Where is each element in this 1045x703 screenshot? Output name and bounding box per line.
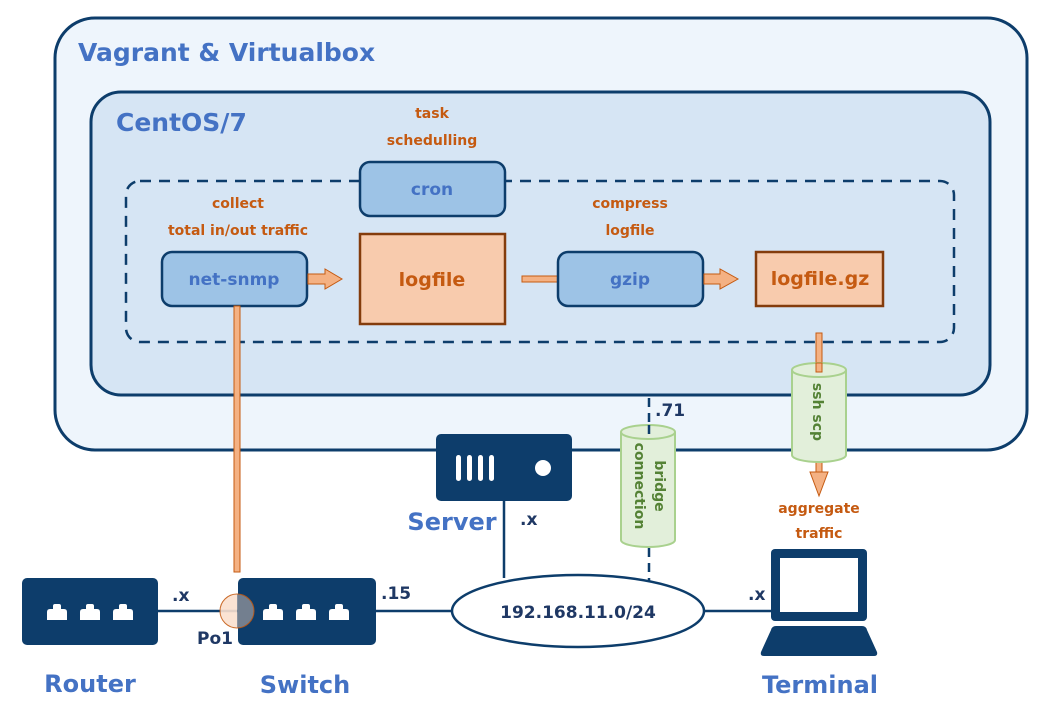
svg-text:task: task bbox=[415, 106, 449, 122]
bridge-addr: .71 bbox=[655, 401, 685, 421]
gzip-process[interactable]: gzip bbox=[556, 250, 705, 308]
connector-logfile-to-gzip bbox=[521, 275, 559, 283]
compress-note: compress logfile bbox=[592, 196, 668, 239]
svg-text:schedulling: schedulling bbox=[387, 133, 477, 149]
ssh-scp-tunnel: ssh scp bbox=[791, 362, 847, 463]
arrow-gzip-to-gz-icon bbox=[703, 268, 740, 290]
arrow-down-aggregate-icon bbox=[809, 471, 829, 498]
centos-title: CentOS/7 bbox=[116, 108, 247, 137]
server-label: Server bbox=[407, 508, 496, 536]
cron-label: cron bbox=[411, 180, 453, 200]
logfile-gz-file[interactable]: logfile.gz bbox=[754, 250, 885, 308]
cron-scope-boundary bbox=[124, 179, 956, 344]
svg-text:total in/out traffic: total in/out traffic bbox=[168, 223, 308, 239]
subnet-cloud: 192.168.11.0/24 bbox=[450, 573, 706, 649]
logfile-label: logfile bbox=[399, 269, 466, 291]
terminal-addr: .x bbox=[748, 585, 765, 605]
terminal-device[interactable]: Terminal bbox=[760, 549, 878, 699]
bridge-label-line1: bridge bbox=[651, 460, 667, 511]
router-addr: .x bbox=[172, 586, 189, 606]
arrow-snmp-to-logfile-icon bbox=[307, 268, 343, 290]
switch-addr: .15 bbox=[381, 584, 411, 604]
logfile-file[interactable]: logfile bbox=[358, 232, 507, 326]
router-device[interactable]: Router bbox=[22, 578, 158, 698]
vagrant-title: Vagrant & Virtualbox bbox=[78, 38, 375, 67]
port-channel-icon bbox=[219, 593, 255, 629]
router-label: Router bbox=[44, 670, 136, 698]
svg-text:compress: compress bbox=[592, 196, 668, 212]
ssh-scp-label: ssh scp bbox=[809, 383, 825, 441]
logfile-gz-label: logfile.gz bbox=[771, 268, 870, 290]
collect-note: collect total in/out traffic bbox=[168, 196, 308, 239]
svg-text:logfile: logfile bbox=[605, 223, 654, 239]
snmp-poll-line bbox=[233, 305, 241, 573]
port-channel-label: Po1 bbox=[197, 629, 233, 649]
net-snmp-label: net-snmp bbox=[189, 270, 280, 290]
aggregate-note: aggregate traffic bbox=[778, 501, 860, 542]
svg-text:traffic: traffic bbox=[796, 526, 843, 542]
svg-text:aggregate: aggregate bbox=[778, 501, 860, 517]
centos-container: CentOS/7 bbox=[89, 90, 992, 397]
subnet-label: 192.168.11.0/24 bbox=[500, 603, 656, 623]
cron-process[interactable]: cron bbox=[358, 160, 507, 218]
server-icon bbox=[436, 434, 572, 501]
server-addr: .x bbox=[520, 510, 537, 530]
task-scheduling-note: task schedulling bbox=[387, 106, 477, 149]
bridge-label-line2: connection bbox=[631, 443, 647, 530]
svg-text:collect: collect bbox=[212, 196, 264, 212]
server-device[interactable]: Server bbox=[407, 434, 572, 536]
switch-device[interactable]: Switch bbox=[238, 578, 376, 699]
terminal-label: Terminal bbox=[762, 671, 878, 699]
net-snmp-process[interactable]: net-snmp bbox=[160, 250, 309, 308]
switch-label: Switch bbox=[260, 671, 350, 699]
gzip-label: gzip bbox=[610, 270, 650, 290]
bridge-connection-tunnel: bridge connection bbox=[620, 424, 676, 548]
